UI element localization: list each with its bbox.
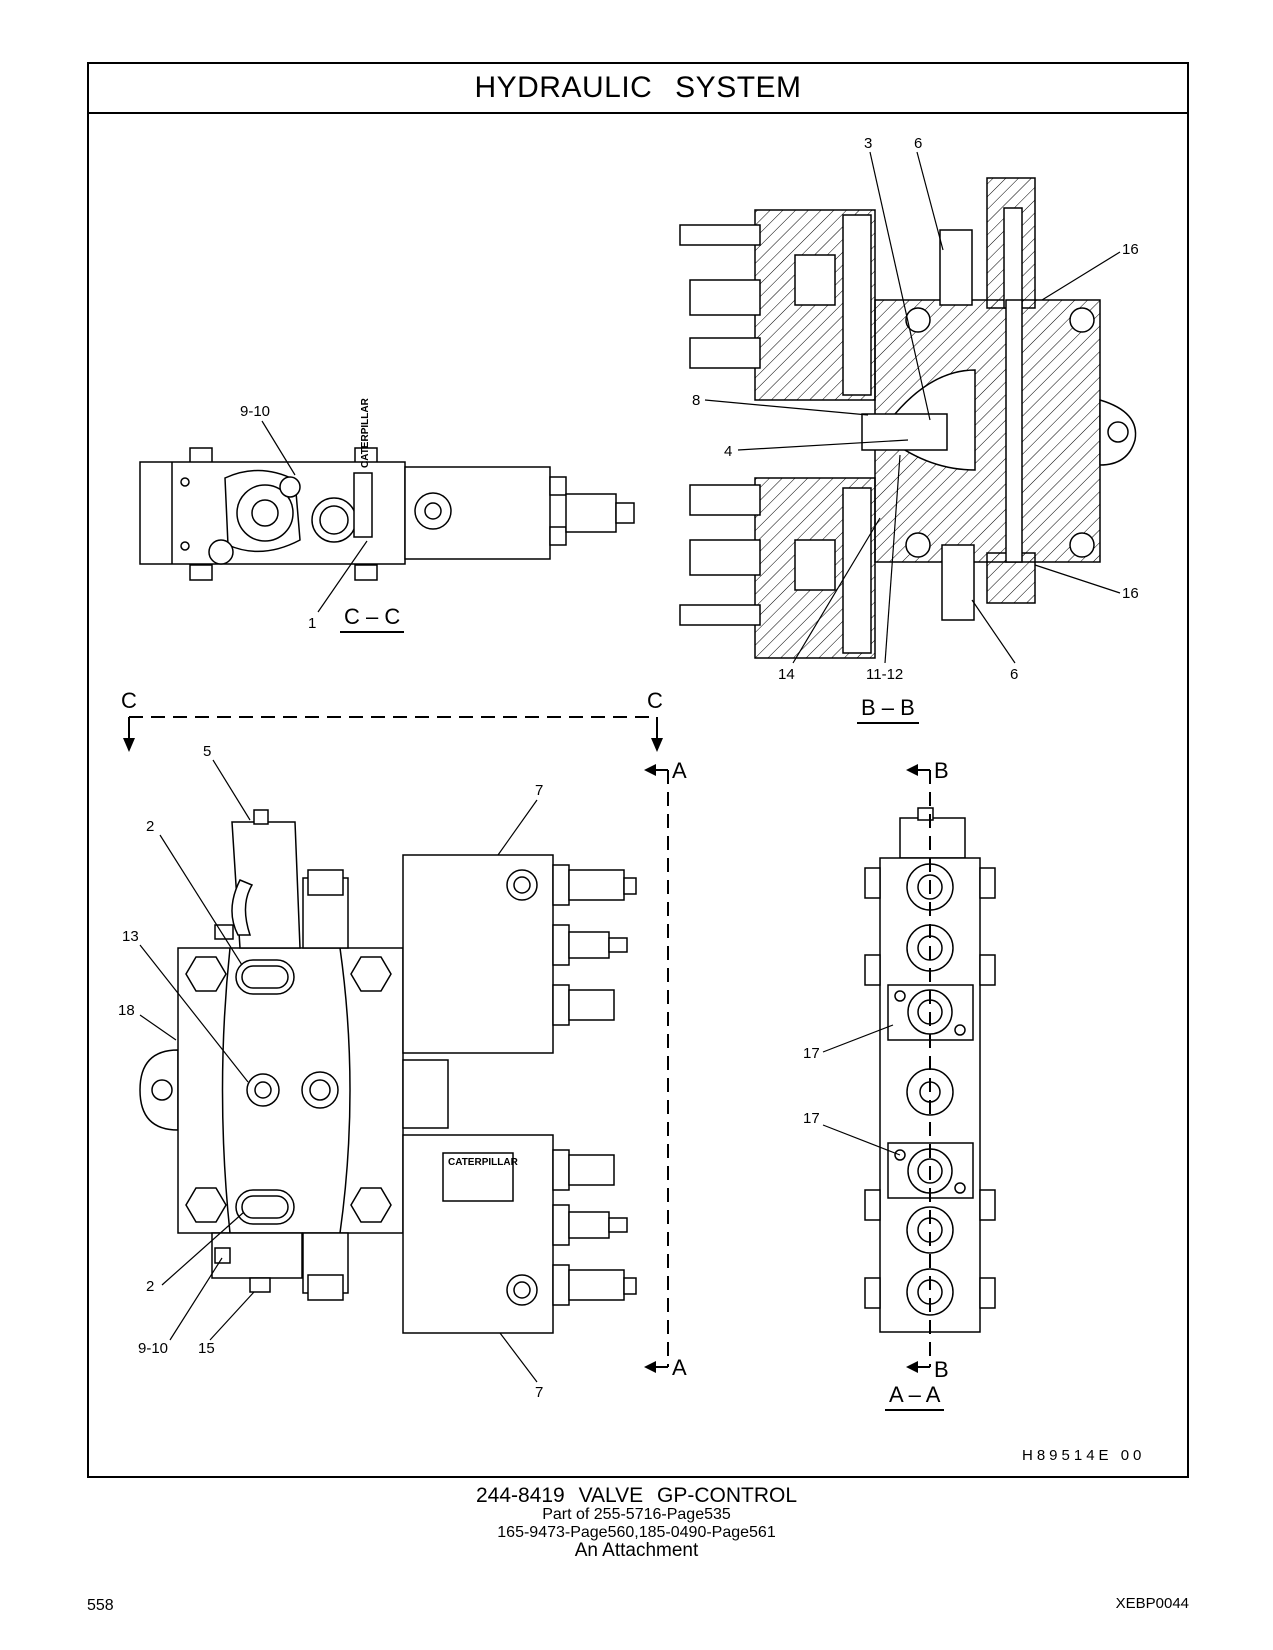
callout-11-12: 11-12 xyxy=(866,666,904,683)
cutting-plane-a xyxy=(644,764,669,1373)
callout-16-top: 16 xyxy=(1122,241,1139,258)
view-main xyxy=(139,809,637,1334)
cutting-plane-c xyxy=(123,716,663,752)
callout-7-bottom: 7 xyxy=(535,1384,544,1401)
cut-b-top: B xyxy=(934,758,949,783)
page-number: 558 xyxy=(87,1597,114,1614)
callout-18: 18 xyxy=(118,1002,135,1019)
section-label-aa-text: A – A xyxy=(885,1382,945,1411)
nameplate-label-cc: CATERPILLAR xyxy=(360,398,371,468)
section-label-cc-text: C – C xyxy=(340,604,405,633)
callout-17-top: 17 xyxy=(803,1045,820,1062)
cut-a-bottom: A xyxy=(672,1355,687,1380)
callout-leaders-bb xyxy=(704,151,1121,664)
caption-attachment: An Attachment xyxy=(574,1540,699,1561)
callout-14: 14 xyxy=(778,666,795,683)
callout-5: 5 xyxy=(203,743,212,760)
callout-9-10-cc: 9-10 xyxy=(240,403,271,420)
section-label-bb-text: B – B xyxy=(857,695,919,724)
section-label-bb: B – B xyxy=(857,695,919,724)
callout-leaders-main xyxy=(139,759,538,1383)
callout-15: 15 xyxy=(198,1340,215,1357)
caption-references: 165-9473-Page560,185-0490-Page561 xyxy=(497,1524,776,1541)
callout-leaders-aa xyxy=(822,1024,901,1156)
callout-16-bottom: 16 xyxy=(1122,585,1139,602)
callout-2-top: 2 xyxy=(146,818,155,835)
cut-c-left: C xyxy=(121,688,137,713)
cut-b-bottom: B xyxy=(934,1357,949,1382)
document-id: XEBP0044 xyxy=(1115,1595,1189,1612)
callout-6-bottom: 6 xyxy=(1010,666,1019,683)
callout-leaders-cc xyxy=(261,420,368,613)
callout-17-bottom: 17 xyxy=(803,1110,820,1127)
callout-7-top: 7 xyxy=(535,782,544,799)
callout-3: 3 xyxy=(864,135,873,152)
callout-8: 8 xyxy=(692,392,701,409)
page-title: HYDRAULIC SYSTEM xyxy=(474,71,802,104)
callout-1: 1 xyxy=(308,615,317,632)
cut-a-top: A xyxy=(672,758,687,783)
caption-part-name: 244-8419 VALVE GP-CONTROL xyxy=(475,1484,797,1507)
cutting-plane-b xyxy=(906,764,931,1373)
callout-2-bottom: 2 xyxy=(146,1278,155,1295)
view-cc xyxy=(139,447,635,581)
drawing-frame: HYDRAULIC SYSTEM xyxy=(87,62,1189,1478)
callout-6-top: 6 xyxy=(914,135,923,152)
callout-13: 13 xyxy=(122,928,139,945)
caption-part-of: Part of 255-5716-Page535 xyxy=(542,1506,731,1523)
view-bb xyxy=(679,177,1137,659)
callout-9-10-main: 9-10 xyxy=(138,1340,169,1357)
callout-4: 4 xyxy=(724,443,733,460)
section-label-cc: C – C xyxy=(340,604,405,633)
nameplate-label-main: CATERPILLAR xyxy=(448,1157,518,1168)
drawing-number: H89514E 00 xyxy=(1022,1447,1146,1464)
section-label-aa: A – A xyxy=(885,1382,945,1411)
title-bar: HYDRAULIC SYSTEM xyxy=(89,64,1187,114)
cut-c-right: C xyxy=(647,688,663,713)
